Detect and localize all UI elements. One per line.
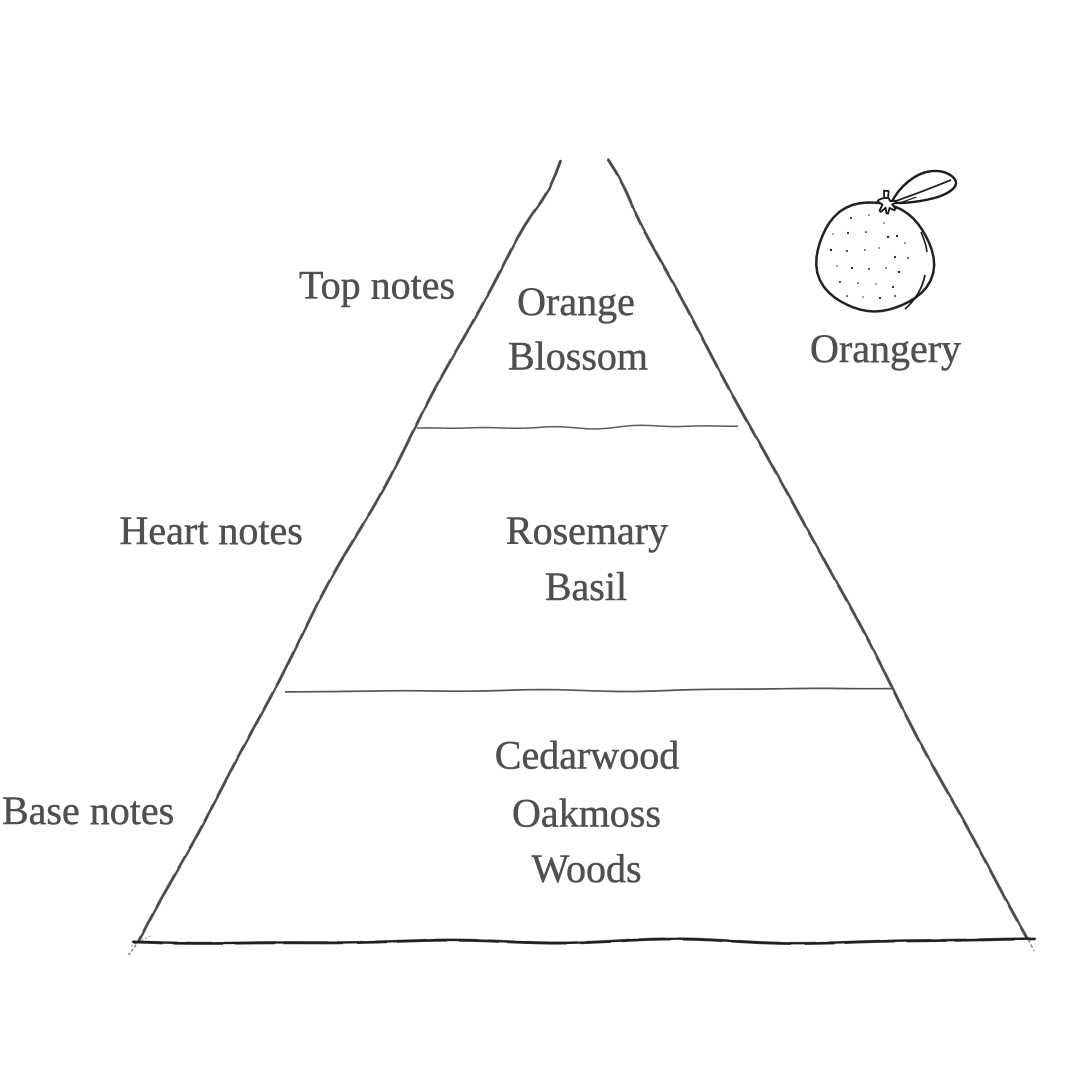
- svg-text:Base notes: Base notes: [2, 788, 174, 833]
- svg-text:Basil: Basil: [545, 564, 627, 609]
- svg-text:Woods: Woods: [531, 846, 641, 891]
- svg-text:Rosemary: Rosemary: [506, 508, 668, 553]
- svg-text:Orangery: Orangery: [810, 326, 961, 371]
- svg-text:Orange: Orange: [517, 279, 635, 324]
- svg-text:Oakmoss: Oakmoss: [512, 791, 661, 836]
- svg-text:Top notes: Top notes: [299, 263, 455, 308]
- svg-text:Cedarwood: Cedarwood: [495, 733, 679, 778]
- svg-text:Heart notes: Heart notes: [120, 508, 303, 553]
- svg-text:Blossom: Blossom: [508, 334, 648, 379]
